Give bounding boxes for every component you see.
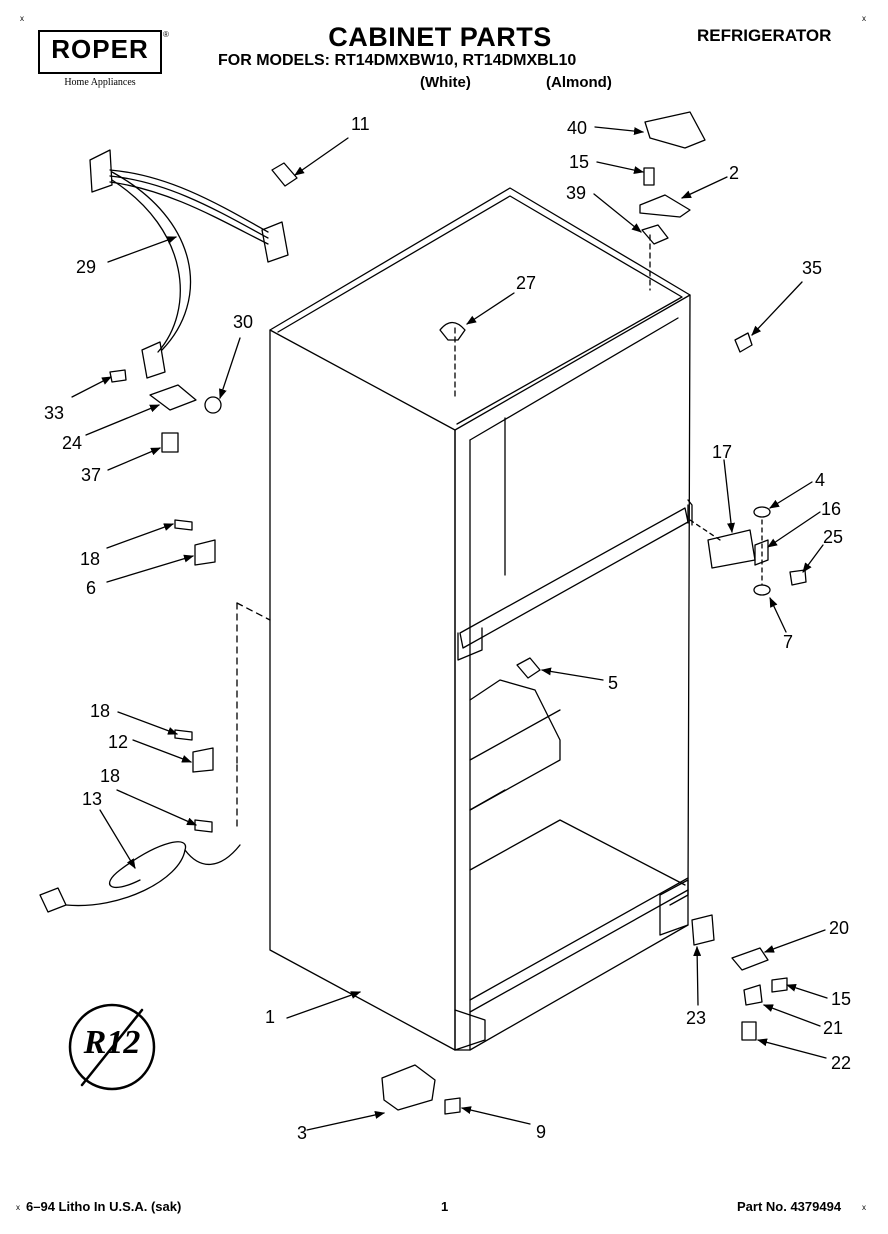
footer-mark: x (862, 1203, 866, 1212)
callout-30: 30 (233, 312, 254, 332)
callout-13: 13 (82, 789, 103, 809)
footer-print-info: 6–94 Litho In U.S.A. (sak) (26, 1199, 182, 1214)
callout-15: 15 (831, 989, 852, 1009)
cabinet-body (236, 187, 763, 1051)
r12-badge-text: R12 (83, 1024, 141, 1061)
footer-part-number: Part No. 4379494 (737, 1199, 842, 1214)
callout-27: 27 (516, 273, 537, 293)
page-title: CABINET PARTS (328, 22, 552, 52)
callout-37: 37 (81, 465, 102, 485)
corner-mark: x (20, 14, 24, 23)
callout-18: 18 (100, 766, 121, 786)
footer-mark: x (16, 1203, 20, 1212)
callout-40: 40 (567, 118, 588, 138)
callout-3: 3 (297, 1123, 308, 1143)
variant-white: (White) (420, 74, 471, 91)
callout-29: 29 (76, 257, 97, 277)
brand-tagline: Home Appliances (64, 77, 136, 88)
callout-9: 9 (536, 1122, 547, 1142)
leader-lines (71, 126, 828, 1131)
callout-5: 5 (608, 673, 619, 693)
callout-35: 35 (802, 258, 823, 278)
callout-2: 2 (729, 163, 740, 183)
category-label: REFRIGERATOR (697, 26, 832, 45)
footer-page-number: 1 (441, 1199, 449, 1214)
brand-logo (38, 30, 162, 74)
callout-6: 6 (86, 578, 97, 598)
callout-1: 1 (265, 1007, 276, 1027)
callout-22: 22 (831, 1053, 852, 1073)
models-line: FOR MODELS: RT14DMXBW10, RT14DMXBL10 (218, 52, 577, 69)
callout-12: 12 (108, 732, 129, 752)
corner-mark: x (862, 14, 866, 23)
callout-17: 17 (712, 442, 733, 462)
brand-name: ROPER (51, 34, 149, 64)
r12-badge (68, 1003, 156, 1091)
part-shapes (39, 111, 807, 1115)
callout-33: 33 (44, 403, 65, 423)
callout-18: 18 (90, 701, 111, 721)
brand-trademark: ® (163, 30, 169, 39)
callout-20: 20 (829, 918, 850, 938)
callout-16: 16 (821, 499, 842, 519)
callout-4: 4 (815, 470, 826, 490)
variant-almond: (Almond) (546, 74, 612, 91)
callout-25: 25 (823, 527, 844, 547)
callout-39: 39 (566, 183, 587, 203)
callout-18: 18 (80, 549, 101, 569)
callout-21: 21 (823, 1018, 844, 1038)
callout-11: 11 (351, 114, 370, 134)
callout-15: 15 (569, 152, 590, 172)
callout-7: 7 (783, 632, 794, 652)
callout-23: 23 (686, 1008, 707, 1028)
callout-24: 24 (62, 433, 83, 453)
